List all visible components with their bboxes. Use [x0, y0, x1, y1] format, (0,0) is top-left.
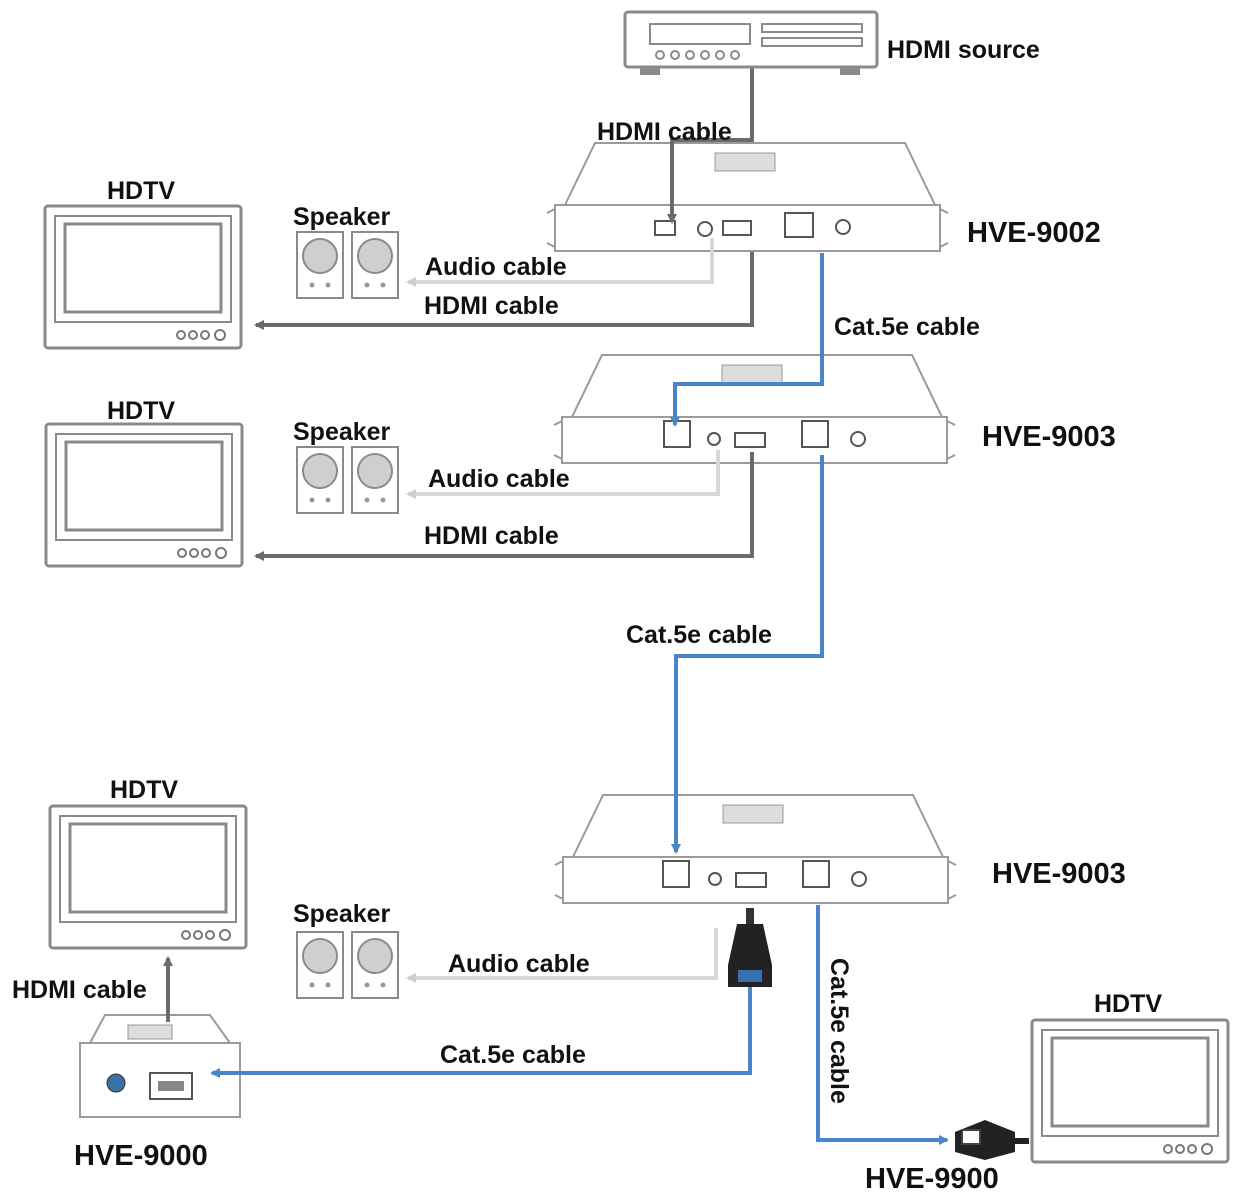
- hdmi-cable-1: [254, 252, 754, 330]
- hdtv-1-display: [43, 204, 243, 350]
- cat5e-cable-2: [671, 455, 824, 854]
- hdtv-2-label: HDTV: [107, 397, 175, 425]
- hdtv-2-display: [44, 422, 244, 568]
- audio-cable-label-3: Audio cable: [448, 950, 590, 978]
- hdtv-4-display: [1030, 1018, 1230, 1164]
- hve-9003-device-b: [554, 794, 957, 904]
- hdmi-cable-label-2: HDMI cable: [424, 292, 559, 320]
- speaker-2-label: Speaker: [293, 418, 391, 446]
- hdmi-source-device: [623, 10, 879, 75]
- hve-9003-label-b: HVE-9003: [992, 858, 1126, 890]
- hdmi-source-label: HDMI source: [887, 36, 1040, 64]
- hdmi-cable-label-1: HDMI cable: [597, 118, 732, 146]
- hve-9000-label: HVE-9000: [74, 1140, 208, 1172]
- hdtv-4-label: HDTV: [1094, 990, 1162, 1018]
- cat5e-cable-label-1: Cat.5e cable: [834, 313, 980, 341]
- hve-9002-label: HVE-9002: [967, 217, 1101, 249]
- cat5e-cable-label-4: Cat.5e cable: [825, 958, 853, 1104]
- hdmi-cable-source: [667, 68, 754, 224]
- audio-cable-1: [406, 238, 714, 287]
- audio-cable-label-2: Audio cable: [428, 465, 570, 493]
- speaker-1-label: Speaker: [293, 203, 391, 231]
- hve-9900-device: [955, 1120, 1029, 1160]
- hdmi-cable-label-4: HDMI cable: [12, 976, 147, 1004]
- cat5e-cable-label-2: Cat.5e cable: [626, 621, 772, 649]
- audio-cable-3: [406, 928, 718, 983]
- hdmi-cable-2: [254, 452, 754, 561]
- hve-9003-device-a: [553, 354, 956, 464]
- hdtv-1-label: HDTV: [107, 177, 175, 205]
- speaker-3-label: Speaker: [293, 900, 391, 928]
- hve-9000-device: [79, 1014, 241, 1118]
- hdtv-3-display: [48, 804, 248, 950]
- hve-9900-label: HVE-9900: [865, 1163, 999, 1195]
- speaker-2-icon: [296, 446, 399, 514]
- audio-cable-label-1: Audio cable: [425, 253, 567, 281]
- hdtv-3-label: HDTV: [110, 776, 178, 804]
- speaker-3-icon: [296, 931, 399, 999]
- cat5e-cable-3: [210, 987, 752, 1078]
- audio-adapter: [728, 908, 772, 987]
- cat5e-cable-label-3: Cat.5e cable: [440, 1041, 586, 1069]
- speaker-1-icon: [296, 231, 399, 299]
- audio-cable-2: [406, 450, 720, 499]
- cat5e-cable-4: [816, 905, 949, 1145]
- hve-9002-device: [546, 142, 949, 252]
- hve-9003-label-a: HVE-9003: [982, 421, 1116, 453]
- cat5e-cable-1: [670, 253, 824, 427]
- hdmi-cable-label-3: HDMI cable: [424, 522, 559, 550]
